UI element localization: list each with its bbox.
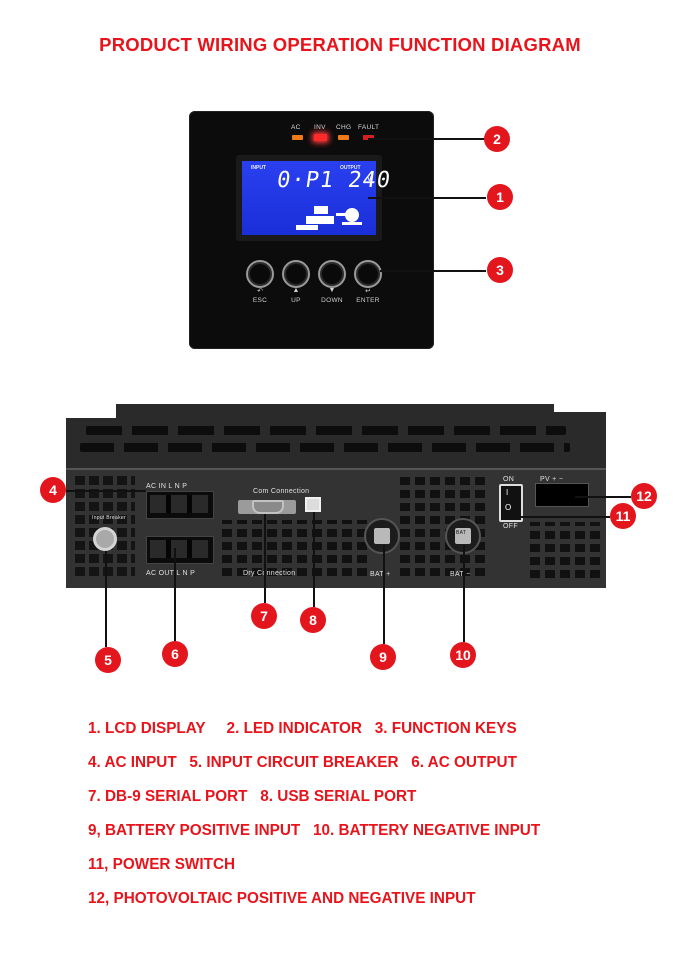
ac-input-screws [150, 495, 208, 513]
callout-1: 1 [487, 184, 513, 210]
callout-8: 8 [300, 607, 326, 633]
led-label-chg: CHG [336, 124, 352, 131]
leader-line-1 [368, 197, 486, 199]
callout-6: 6 [162, 641, 188, 667]
enter-key[interactable] [354, 260, 382, 288]
callout-10: 10 [450, 642, 476, 668]
legend-line-6: 12, PHOTOVOLTAIC POSITIVE AND NEGATIVE I… [88, 890, 476, 907]
lcd-readout: 0·P1 240 [275, 168, 393, 193]
fault-led-indicator [363, 135, 374, 140]
input-circuit-breaker[interactable] [93, 527, 117, 551]
callout-3: 3 [487, 257, 513, 283]
switch-on-label: ON [503, 476, 515, 483]
pv-input-terminal[interactable] [535, 483, 589, 507]
callout-11: 11 [610, 503, 636, 529]
vent-grid-center [222, 520, 372, 576]
callout-12: 12 [631, 483, 657, 509]
top-vent-row-2 [80, 443, 570, 452]
legend-line-1: 1. LCD DISPLAY 2. LED INDICATOR 3. FUNCT… [88, 720, 517, 737]
down-key-label: DOWN [321, 297, 343, 304]
switch-on-icon: I [506, 488, 509, 497]
switch-off-label: OFF [503, 523, 518, 530]
led-label-inv: INV [314, 124, 326, 131]
esc-icon: ↶ [257, 288, 263, 295]
enter-icon: ↵ [365, 288, 371, 295]
leader-line-7 [264, 514, 266, 603]
power-switch[interactable] [499, 484, 523, 522]
esc-key-label: ESC [252, 297, 268, 304]
up-key-label: UP [291, 297, 301, 304]
pv-label: PV + − [540, 476, 564, 483]
bolt-icon [374, 528, 390, 544]
inv-led-indicator [314, 134, 327, 141]
leader-line-3 [380, 270, 486, 272]
leader-line-2 [368, 138, 486, 140]
up-key[interactable] [282, 260, 310, 288]
vent-grid-far-right [530, 522, 600, 578]
callout-4: 4 [40, 477, 66, 503]
bat-neg-label: BAT − [450, 571, 471, 578]
bolt-icon [455, 528, 471, 544]
legend-line-5: 11, POWER SWITCH [88, 856, 236, 873]
lcd-output-label: OUTPUT [340, 165, 361, 171]
callout-5: 5 [95, 647, 121, 673]
lcd-unit: V [367, 176, 372, 183]
leader-line-6 [174, 548, 176, 641]
chassis-top-cover [66, 404, 606, 470]
leader-line-10 [463, 545, 465, 642]
down-key[interactable] [318, 260, 346, 288]
down-arrow-icon: ▼ [328, 287, 336, 294]
db9-serial-port[interactable] [252, 500, 284, 514]
ac-output-screws [150, 540, 208, 558]
input-breaker-label: Input Breaker [92, 515, 126, 521]
leader-line-12 [575, 496, 631, 498]
lcd-load-icon [296, 206, 362, 230]
chg-led-indicator [338, 135, 349, 140]
bat-tag-label: BAT [456, 530, 467, 536]
leader-line-4 [66, 490, 146, 492]
ac-in-label: AC IN L N P [146, 483, 188, 490]
usb-serial-port[interactable] [305, 497, 321, 512]
led-label-ac: AC [291, 124, 301, 131]
callout-9: 9 [370, 644, 396, 670]
callout-2: 2 [484, 126, 510, 152]
dry-connection-label: Dry Connection [243, 570, 296, 577]
legend-line-3: 7. DB-9 SERIAL PORT 8. USB SERIAL PORT [88, 788, 417, 805]
legend-line-2: 4. AC INPUT 5. INPUT CIRCUIT BREAKER 6. … [88, 754, 517, 771]
bat-pos-label: BAT + [370, 571, 391, 578]
diagram-title: PRODUCT WIRING OPERATION FUNCTION DIAGRA… [99, 34, 581, 55]
leader-line-8 [313, 512, 315, 607]
switch-off-icon: O [505, 503, 512, 512]
led-label-fault: FAULT [358, 124, 380, 131]
leader-line-11 [520, 516, 610, 518]
com-connection-label: Com Connection [253, 488, 310, 495]
legend-line-4: 9, BATTERY POSITIVE INPUT 10. BATTERY NE… [88, 822, 541, 839]
callout-7: 7 [251, 603, 277, 629]
top-vent-row-1 [86, 426, 566, 435]
leader-line-9 [383, 545, 385, 644]
ac-out-label: AC OUT L N P [146, 570, 196, 577]
lcd-input-label: INPUT [251, 165, 266, 171]
leader-line-5 [105, 551, 107, 647]
esc-key[interactable] [246, 260, 274, 288]
up-arrow-icon: ▲ [292, 287, 300, 294]
enter-key-label: ENTER [356, 297, 380, 304]
ac-led-indicator [292, 135, 303, 140]
